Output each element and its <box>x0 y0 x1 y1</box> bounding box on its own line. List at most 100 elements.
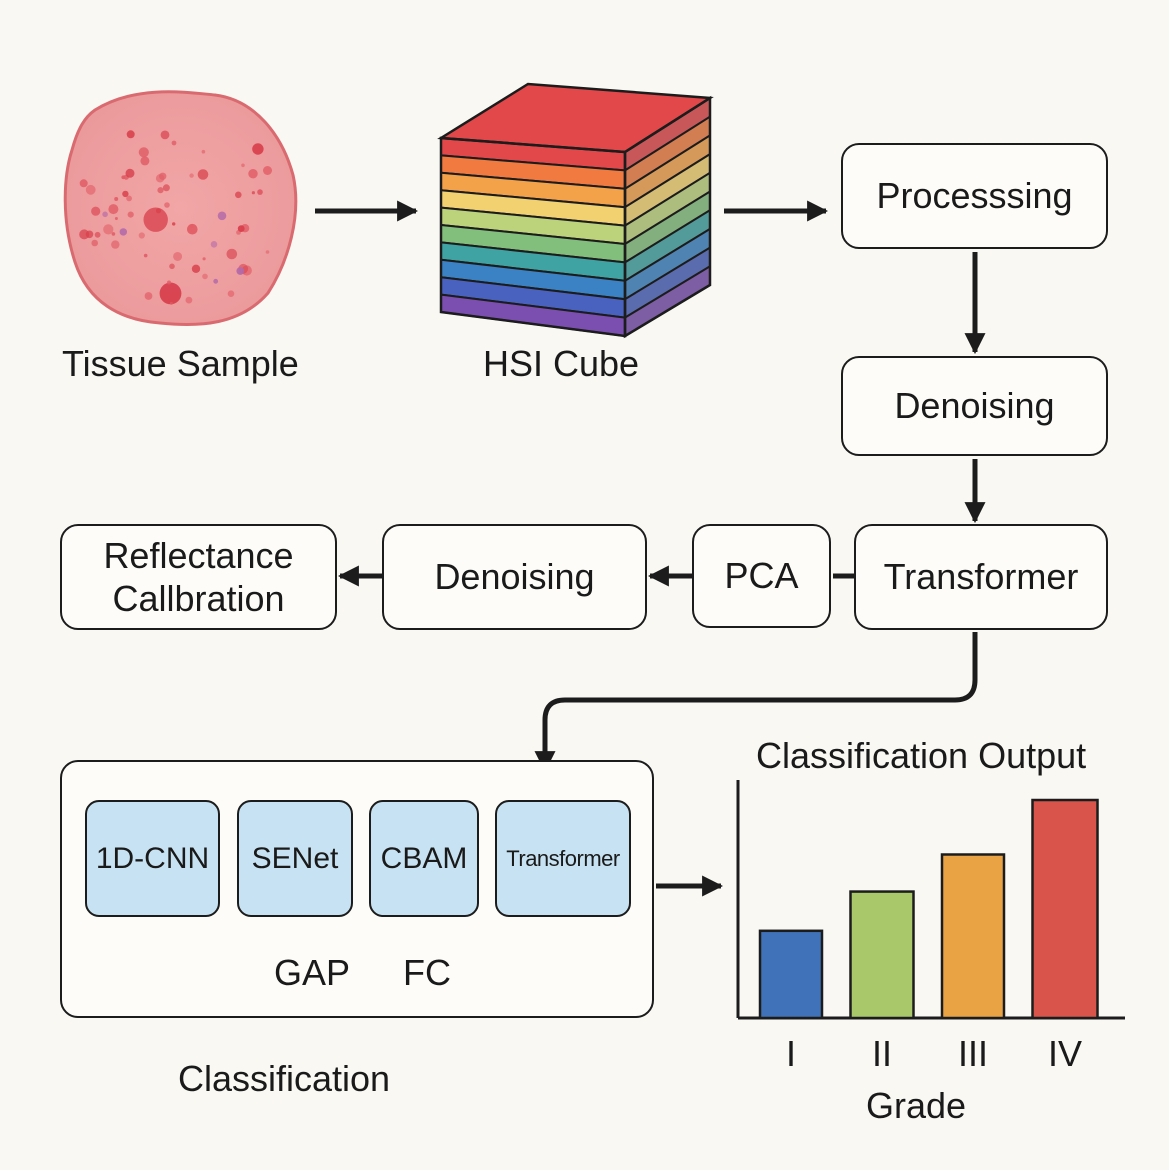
tissue-spot <box>94 231 101 238</box>
chart-bar-grade-II <box>849 890 915 1020</box>
classification-output-chart <box>736 780 1125 1020</box>
transformer-label: Transformer <box>883 556 1079 598</box>
tissue-spot <box>235 191 242 199</box>
denoising-mid-label: Denoising <box>434 556 595 598</box>
reflectance-label-line2: Callbration <box>112 578 285 619</box>
tissue-spot <box>79 179 88 188</box>
module-label: CBAM <box>380 841 468 875</box>
chart-x-tick: I <box>785 1033 796 1074</box>
denoising-top-label: Denoising <box>894 385 1055 427</box>
chart-bar-grade-I <box>758 929 824 1020</box>
tissue-spot <box>111 240 120 249</box>
hsi-cube-icon <box>437 82 714 339</box>
tissue-spot <box>138 147 149 158</box>
module-cbam: CBAM <box>369 800 479 917</box>
module-transformer: Transformer <box>495 800 631 917</box>
tissue-spot <box>201 149 206 154</box>
chart-title: Classification Output <box>756 735 1087 776</box>
processing-label: Processsing <box>876 175 1073 217</box>
module-senet: SENet <box>237 800 353 917</box>
denoising-mid-box: Denoising <box>382 524 647 630</box>
tissue-spot <box>187 223 198 235</box>
reflectance-label-line1: Reflectance <box>103 534 294 576</box>
tissue-spot <box>217 211 227 221</box>
tissue-spot <box>103 224 114 235</box>
reflectance-calibration-box: Reflectance Callbration <box>60 524 337 630</box>
tissue-spot <box>265 250 270 254</box>
fc-label: FC <box>403 952 451 993</box>
tissue-spot <box>162 184 170 192</box>
pca-label: PCA <box>724 555 799 597</box>
module-label: SENet <box>251 841 339 875</box>
tissue-spot <box>171 140 177 146</box>
module-label: 1D-CNN <box>95 841 210 875</box>
tissue-spot <box>248 169 258 179</box>
tissue-spot <box>114 217 118 220</box>
tissue-spot <box>159 282 182 305</box>
tissue-spot <box>91 239 98 247</box>
tissue-spot <box>241 163 245 168</box>
chart-x-tick: III <box>957 1033 988 1074</box>
tissue-spot <box>197 169 209 180</box>
module-1d-cnn: 1D-CNN <box>85 800 220 917</box>
gap-label: GAP <box>274 952 351 993</box>
chart-x-tick: IV <box>1047 1033 1082 1074</box>
tissue-sample-label: Tissue Sample <box>62 343 299 384</box>
tissue-spot <box>144 292 153 300</box>
transformer-box: Transformer <box>854 524 1108 630</box>
tissue-spot <box>226 248 238 260</box>
tissue-spot <box>121 175 126 180</box>
tissue-spot <box>91 206 101 216</box>
tissue-spot <box>263 166 272 175</box>
tissue-spot <box>119 228 128 236</box>
tissue-spot <box>189 224 194 228</box>
tissue-spot <box>160 130 170 140</box>
tissue-spot <box>125 168 135 178</box>
hsi-cube-label: HSI Cube <box>483 343 640 384</box>
tissue-spot <box>185 296 193 304</box>
tissue-sample-icon <box>63 90 298 326</box>
tissue-spot <box>85 184 96 195</box>
chart-bar-grade-III <box>940 853 1006 1020</box>
tissue-spot <box>140 156 150 166</box>
tissue-spot <box>213 278 219 284</box>
chart-bar-grade-IV <box>1031 798 1099 1020</box>
classification-label: Classification <box>178 1058 391 1099</box>
module-label: Transformer <box>506 845 620 871</box>
tissue-spot <box>143 253 148 258</box>
tissue-spot <box>236 267 245 275</box>
tissue-spot <box>114 197 119 201</box>
tissue-spot <box>227 290 235 298</box>
tissue-spot <box>126 130 135 139</box>
tissue-spot <box>111 232 116 236</box>
tissue-spot <box>202 273 208 280</box>
tissue-spot <box>126 195 132 202</box>
processing-box: Processsing <box>841 143 1108 249</box>
tissue-spot <box>169 301 173 305</box>
tissue-spot <box>251 191 255 195</box>
tissue-spot <box>143 207 168 232</box>
tissue-spot <box>252 143 264 155</box>
tissue-spot <box>108 204 119 215</box>
chart-x-label: Grade <box>866 1085 967 1126</box>
tissue-spot <box>167 280 171 285</box>
tissue-spot <box>210 241 218 248</box>
tissue-spot <box>173 252 183 261</box>
arrows <box>315 200 986 897</box>
tissue-spot <box>164 202 170 208</box>
tissue-spot <box>79 229 90 240</box>
tissue-spot <box>122 190 129 198</box>
tissue-spot <box>102 211 108 218</box>
tissue-spot <box>237 225 245 233</box>
tissue-spot <box>257 189 263 195</box>
tissue-spot <box>155 174 165 183</box>
pca-box: PCA <box>692 524 831 628</box>
tissue-spot <box>202 257 206 261</box>
arrow-transformer-to-classification <box>534 632 978 773</box>
tissue-spot <box>127 211 134 218</box>
denoising-top-box: Denoising <box>841 356 1108 456</box>
chart-x-tick: II <box>871 1033 892 1074</box>
tissue-spot <box>169 263 175 270</box>
